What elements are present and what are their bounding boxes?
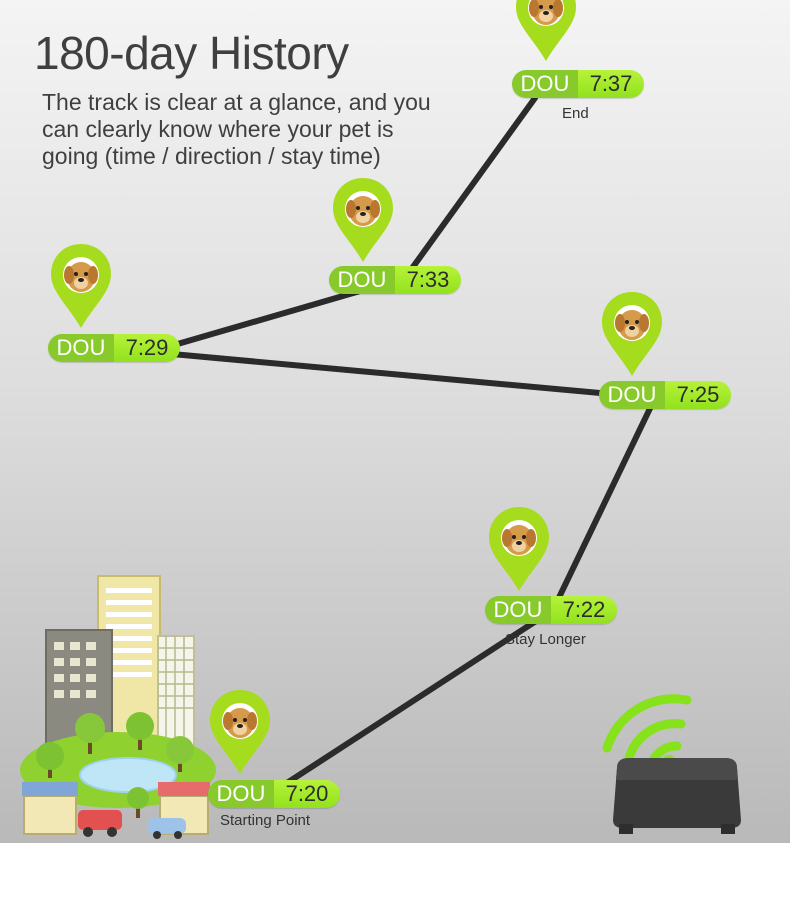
pet-name: DOU [208,780,274,808]
track-path [147,95,658,795]
time-tag: DOU 7:20 [208,780,340,808]
point-caption: Stay Longer [505,631,586,648]
pet-name: DOU [599,381,665,409]
dog-avatar [345,191,381,227]
history-banner: 180-day History The track is clear at a … [0,0,790,843]
time-label: 7:20 [274,780,340,808]
time-label: 7:22 [551,596,617,624]
point-caption: End [562,105,589,122]
page-title: 180-day History [34,27,349,79]
wifi-signal-icon [602,694,692,771]
track-line [147,95,658,795]
city-illustration [20,575,216,839]
time-label: 7:37 [578,70,644,98]
dog-avatar [63,257,99,293]
time-label: 7:25 [665,381,731,409]
time-tag: DOU 7:33 [329,266,461,294]
time-label: 7:33 [395,266,461,294]
dog-avatar [614,305,650,341]
pet-name: DOU [485,596,551,624]
dog-avatar [501,520,537,556]
time-label: 7:29 [114,334,180,362]
time-tag: DOU 7:29 [48,334,180,362]
pet-name: DOU [329,266,395,294]
pet-name: DOU [512,70,578,98]
time-tag: DOU 7:37 [512,70,644,98]
dog-avatar [222,703,258,739]
pet-name: DOU [48,334,114,362]
description-text: The track is clear at a glance, and you … [42,89,431,169]
gps-tracker-device-icon [602,694,741,834]
time-tag: DOU 7:25 [599,381,731,409]
time-tag: DOU 7:22 [485,596,617,624]
point-caption: Starting Point [220,812,311,829]
